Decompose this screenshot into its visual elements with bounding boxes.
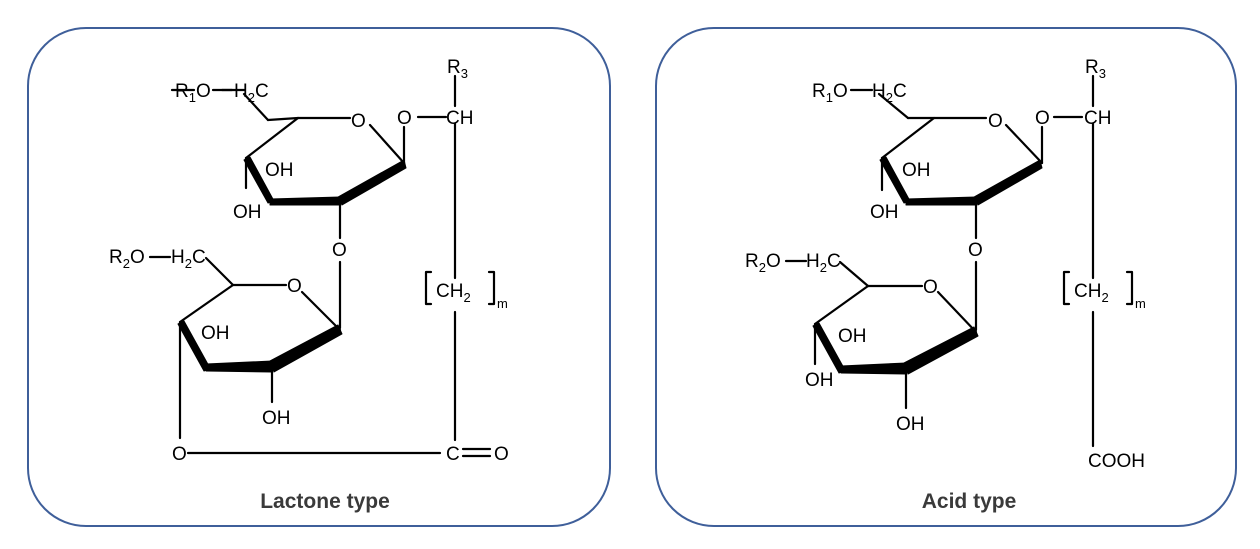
lactone-bracket-left — [424, 270, 433, 306]
acid-r3-label: R3 — [1085, 57, 1106, 81]
lactone-panel: R1O H2C O O R3 CH OH OH O R2O H2C O OH O… — [27, 27, 611, 527]
lactone-ch-label: CH — [446, 108, 473, 129]
lactone-carbonyl-c: C — [446, 444, 460, 465]
lactone-top-ring — [242, 74, 457, 442]
lactone-oh-4: OH — [262, 408, 291, 429]
acid-ch-label: CH — [1084, 108, 1111, 129]
acid-oh-4: OH — [896, 414, 925, 435]
acid-bracket-right — [1125, 270, 1134, 306]
acid-cooh-label: COOH — [1088, 451, 1145, 472]
acid-bracket-left — [1062, 270, 1071, 306]
lactone-caption: Lactone type — [260, 490, 390, 513]
lactone-r2-label: R2O — [109, 247, 145, 271]
lactone-oh-3: OH — [201, 323, 230, 344]
lactone-oh-1: OH — [265, 160, 294, 181]
acid-h2c-top-label: H2C — [872, 81, 907, 105]
lactone-bracket-right — [487, 270, 496, 306]
acid-ring-o-bottom: O — [923, 277, 938, 298]
lactone-chain-m: m — [497, 296, 508, 311]
acid-panel: R1O H2C O O R3 CH OH OH O R2O H2C O OH O… — [655, 27, 1237, 527]
acid-oh-2: OH — [870, 202, 899, 223]
acid-chain-label: CH2 — [1074, 281, 1109, 305]
lactone-glyco-o: O — [332, 240, 347, 261]
acid-chain-m: m — [1135, 296, 1146, 311]
acid-oh-1: OH — [902, 160, 931, 181]
acid-bottom-ring — [812, 260, 979, 410]
lactone-r1-label: R1O — [175, 81, 211, 105]
lactone-ring-o-bottom: O — [287, 276, 302, 297]
acid-r1-label: R1O — [812, 81, 848, 105]
lactone-r3-label: R3 — [447, 57, 468, 81]
acid-top-ring — [877, 74, 1095, 448]
lactone-link-o-top: O — [397, 108, 412, 129]
lactone-oh-2: OH — [233, 202, 262, 223]
acid-ring-o-top: O — [988, 111, 1003, 132]
acid-r2-label: R2O — [745, 251, 781, 275]
acid-link-o-top: O — [1035, 108, 1050, 129]
acid-h2c-bottom-label: H2C — [806, 251, 841, 275]
lactone-chain-label: CH2 — [436, 281, 471, 305]
lactone-carbonyl-o: O — [494, 444, 509, 465]
acid-panel-frame — [655, 27, 1237, 527]
lactone-panel-frame — [27, 27, 611, 527]
acid-caption: Acid type — [922, 490, 1017, 513]
lactone-ester-o: O — [172, 444, 187, 465]
acid-glyco-o: O — [968, 240, 983, 261]
acid-oh-3b: OH — [805, 370, 834, 391]
acid-oh-3: OH — [838, 326, 867, 347]
lactone-ring-o-top: O — [351, 111, 366, 132]
lactone-h2c-bottom-label: H2C — [171, 247, 206, 271]
lactone-h2c-top-label: H2C — [234, 81, 269, 105]
lactone-bottom-ring — [177, 256, 492, 458]
